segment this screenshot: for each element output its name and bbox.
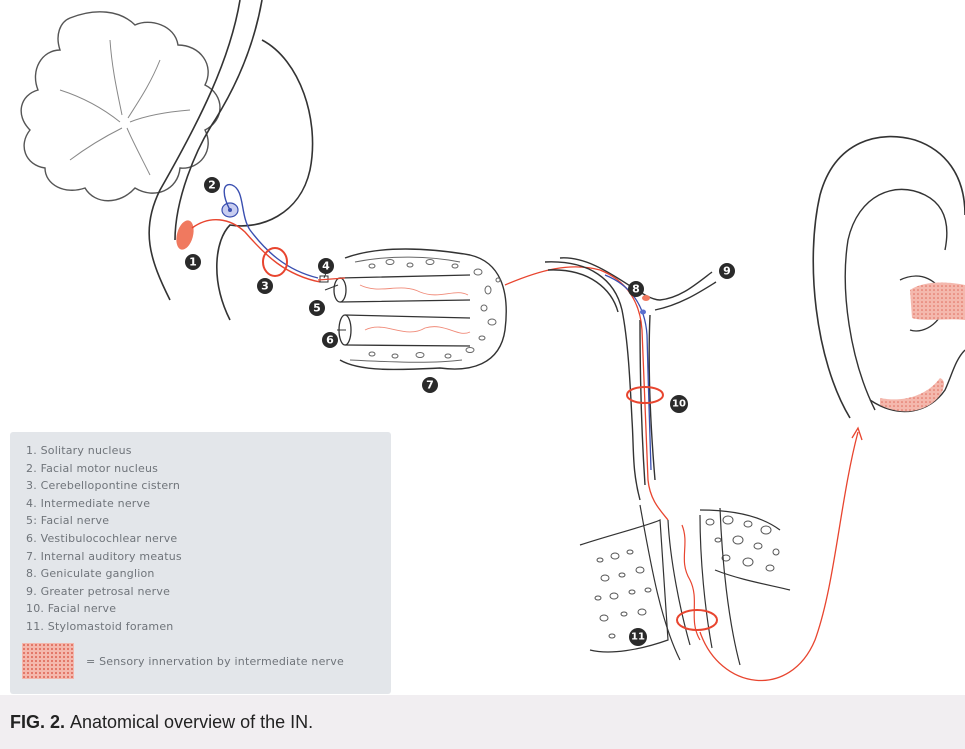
meatus-bone-pores [369,260,500,359]
marker-7: 7 [422,377,438,393]
legend-item: 6. Vestibulocochlear nerve [26,530,391,548]
ear-sensory-area-canal [910,283,965,320]
legend-item: 4. Intermediate nerve [26,495,391,513]
ear-outer-helix [813,137,965,418]
marker-8: 8 [628,281,644,297]
sensory-branch-to-ear [700,432,858,681]
legend-item: 9. Greater petrosal nerve [26,583,391,601]
meatus-bone-inner [350,257,462,362]
marker-2-label: 2 [208,179,216,192]
marker-6-label: 6 [326,334,334,347]
legend-item: 1. Solitary nucleus [26,442,391,460]
legend-item: 8. Geniculate ganglion [26,565,391,583]
marker-1: 1 [185,254,201,270]
caption-label: FIG. 2. [10,712,65,733]
marker-1-label: 1 [189,256,197,269]
meatus-vessels [360,285,470,333]
legend-item: 7. Internal auditory meatus [26,548,391,566]
legend-panel: 1. Solitary nucleus 2. Facial motor nucl… [10,432,391,694]
marker-8-label: 8 [632,283,640,296]
cerebellum-folia [60,40,190,175]
stylomastoid-bone-left [580,520,668,652]
marker-5: 5 [309,300,325,316]
marker-3: 3 [257,278,273,294]
marker-2: 2 [204,177,220,193]
legend-item: 11. Stylomastoid foramen [26,618,391,636]
marker-3-label: 3 [261,280,269,293]
marker-9: 9 [719,263,735,279]
solitary-nucleus-shape [173,218,196,251]
facial-canal-outline-left [545,262,640,500]
marker-10: 10 [670,395,688,413]
caption-text: Anatomical overview of the IN. [70,712,313,733]
marker-7-label: 7 [426,379,434,392]
marker-11: 11 [629,628,647,646]
figure-caption: FIG. 2. Anatomical overview of the IN. [0,695,965,749]
sensory-swatch [22,643,74,679]
marker-4-label: 4 [322,260,330,273]
facial-motor-fiber-proximal [224,185,318,278]
marker-6: 6 [322,332,338,348]
pons-outline [175,0,262,240]
legend-swatch-row: = Sensory innervation by intermediate ne… [22,643,344,679]
marker-10-label: 10 [672,399,686,410]
marker-9-label: 9 [723,265,731,278]
stylomastoid-canal [640,505,740,665]
marker-4: 4 [318,258,334,274]
stylomastoid-bone-right [700,510,790,590]
facial-nerve-red-descending [600,270,668,520]
pons-bulge [217,40,313,320]
legend-swatch-text: = Sensory innervation by intermediate ne… [86,655,344,668]
marker-5-label: 5 [313,302,321,315]
legend-item: 3. Cerebellopontine cistern [26,477,391,495]
legend-item: 10. Facial nerve [26,600,391,618]
marker-11-label: 11 [631,632,645,643]
legend-item: 2. Facial motor nucleus [26,460,391,478]
legend-item: 5: Facial nerve [26,512,391,530]
ear-sensory-area-lobule [880,378,944,411]
